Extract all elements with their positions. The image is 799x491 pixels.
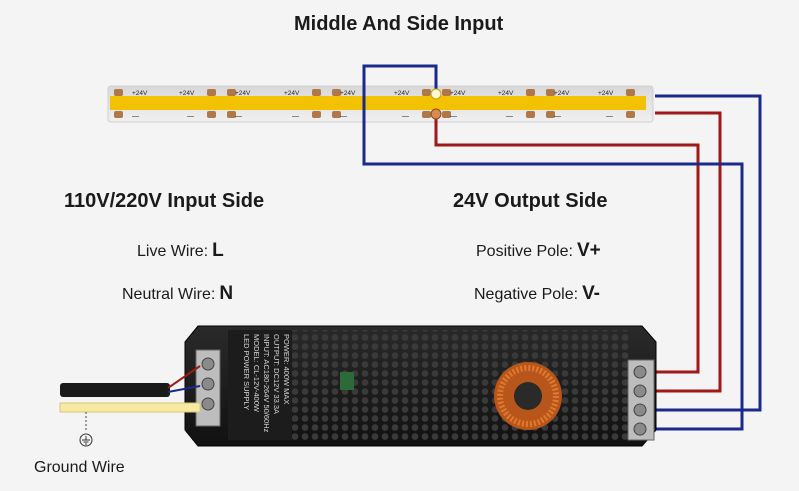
psu-label-line: POWER: 400W MAX [282,334,291,404]
psu-label: LED POWER SUPPLY MODEL: CL-12V-400W INPU… [242,334,291,433]
live-wire-symbol: L [212,240,224,261]
pad-minus-label: — [606,113,613,120]
pad-plus-label: +24V [554,90,570,97]
solder-pad-positive [312,89,321,96]
pad-plus-label: +24V [598,90,614,97]
side-positive-wire [650,111,722,393]
pad-minus-label: — [132,113,139,120]
pad-plus-label: +24V [450,90,466,97]
pad-minus-label: — [292,113,299,120]
output-wires [362,64,762,431]
negative-pole-row: Negative Pole:V- [474,283,600,305]
input-cable [59,365,201,447]
ground-wire [59,402,201,413]
solder-pad-positive [332,89,341,96]
solder-pads: +24V — +24V — +24V — +24V — +24V — +24V — +24V — +24V —… [114,89,635,120]
solder-pad-positive [526,89,535,96]
neutral-wire [167,385,201,393]
pad-minus-label: — [402,113,409,120]
solder-pad-negative [526,111,535,118]
live-wire-label: Live Wire: [137,243,209,260]
positive-pole-symbol: V+ [576,240,601,261]
neutral-wire-label: Neutral Wire: [122,286,216,303]
solder-pad-positive [546,89,555,96]
pad-plus-label: +24V [394,90,410,97]
toroid-inductor-icon [494,362,562,430]
pad-plus-label: +24V [340,90,356,97]
solder-pad-positive [207,89,216,96]
positive-pole-label: Positive Pole: [476,243,573,260]
solder-pad-negative [312,111,321,118]
output-terminal-block [627,359,655,441]
live-wire [167,365,201,389]
pad-minus-label: — [450,113,457,120]
psu-label-line: MODEL: CL-12V-400W [252,334,261,413]
solder-pad-positive [227,89,236,96]
positive-pole-row: Positive Pole:V+ [476,240,601,262]
solder-pad-negative [332,111,341,118]
negative-pole-symbol: V- [582,283,601,304]
psu-label-line: LED POWER SUPPLY [242,334,251,410]
solder-pad-negative [207,111,216,118]
pad-minus-label: — [506,113,513,120]
ground-wire-label: Ground Wire [34,459,125,476]
cob-light-band [110,96,646,110]
solder-pad-positive [442,89,451,96]
diagram-title: Middle And Side Input [294,13,504,35]
solder-pad-negative [546,111,555,118]
pad-plus-label: +24V [179,90,195,97]
input-terminal-block [195,349,221,427]
ground-icon [79,433,93,447]
neutral-wire-row: Neutral Wire:N [122,283,233,305]
solder-pad-negative [227,111,236,118]
neutral-wire-symbol: N [219,283,234,304]
live-wire-row: Live Wire:L [137,240,224,262]
negative-pole-label: Negative Pole: [474,286,579,303]
input-side-heading: 110V/220V Input Side [64,190,265,212]
pad-minus-label: — [340,113,347,120]
solder-pad-negative [114,111,123,118]
pad-plus-label: +24V [284,90,300,97]
pad-minus-label: — [235,113,242,120]
pad-minus-label: — [554,113,561,120]
output-side-heading: 24V Output Side [453,190,608,212]
led-strip: +24V — +24V — +24V — +24V — +24V — +24V — +24V — +24V —… [107,85,654,123]
pad-plus-label: +24V [498,90,514,97]
middle-negative-wire [362,64,744,431]
side-negative-wire [650,94,762,412]
middle-positive-wire [434,114,700,374]
psu-label-line: OUTPUT: DC12V 33.3A [272,334,281,414]
pad-minus-label: — [187,113,194,120]
solder-pad-positive [626,89,635,96]
solder-pad-positive [114,89,123,96]
solder-pad-negative [442,111,451,118]
solder-pad-positive [422,89,431,96]
pad-plus-label: +24V [132,90,148,97]
led-power-supply: LED POWER SUPPLY MODEL: CL-12V-400W INPU… [184,325,657,447]
psu-label-line: INPUT: AC180-264V 50/60Hz [262,334,271,433]
solder-pad-negative [626,111,635,118]
pad-plus-label: +24V [235,90,251,97]
solder-pad-negative [422,111,431,118]
